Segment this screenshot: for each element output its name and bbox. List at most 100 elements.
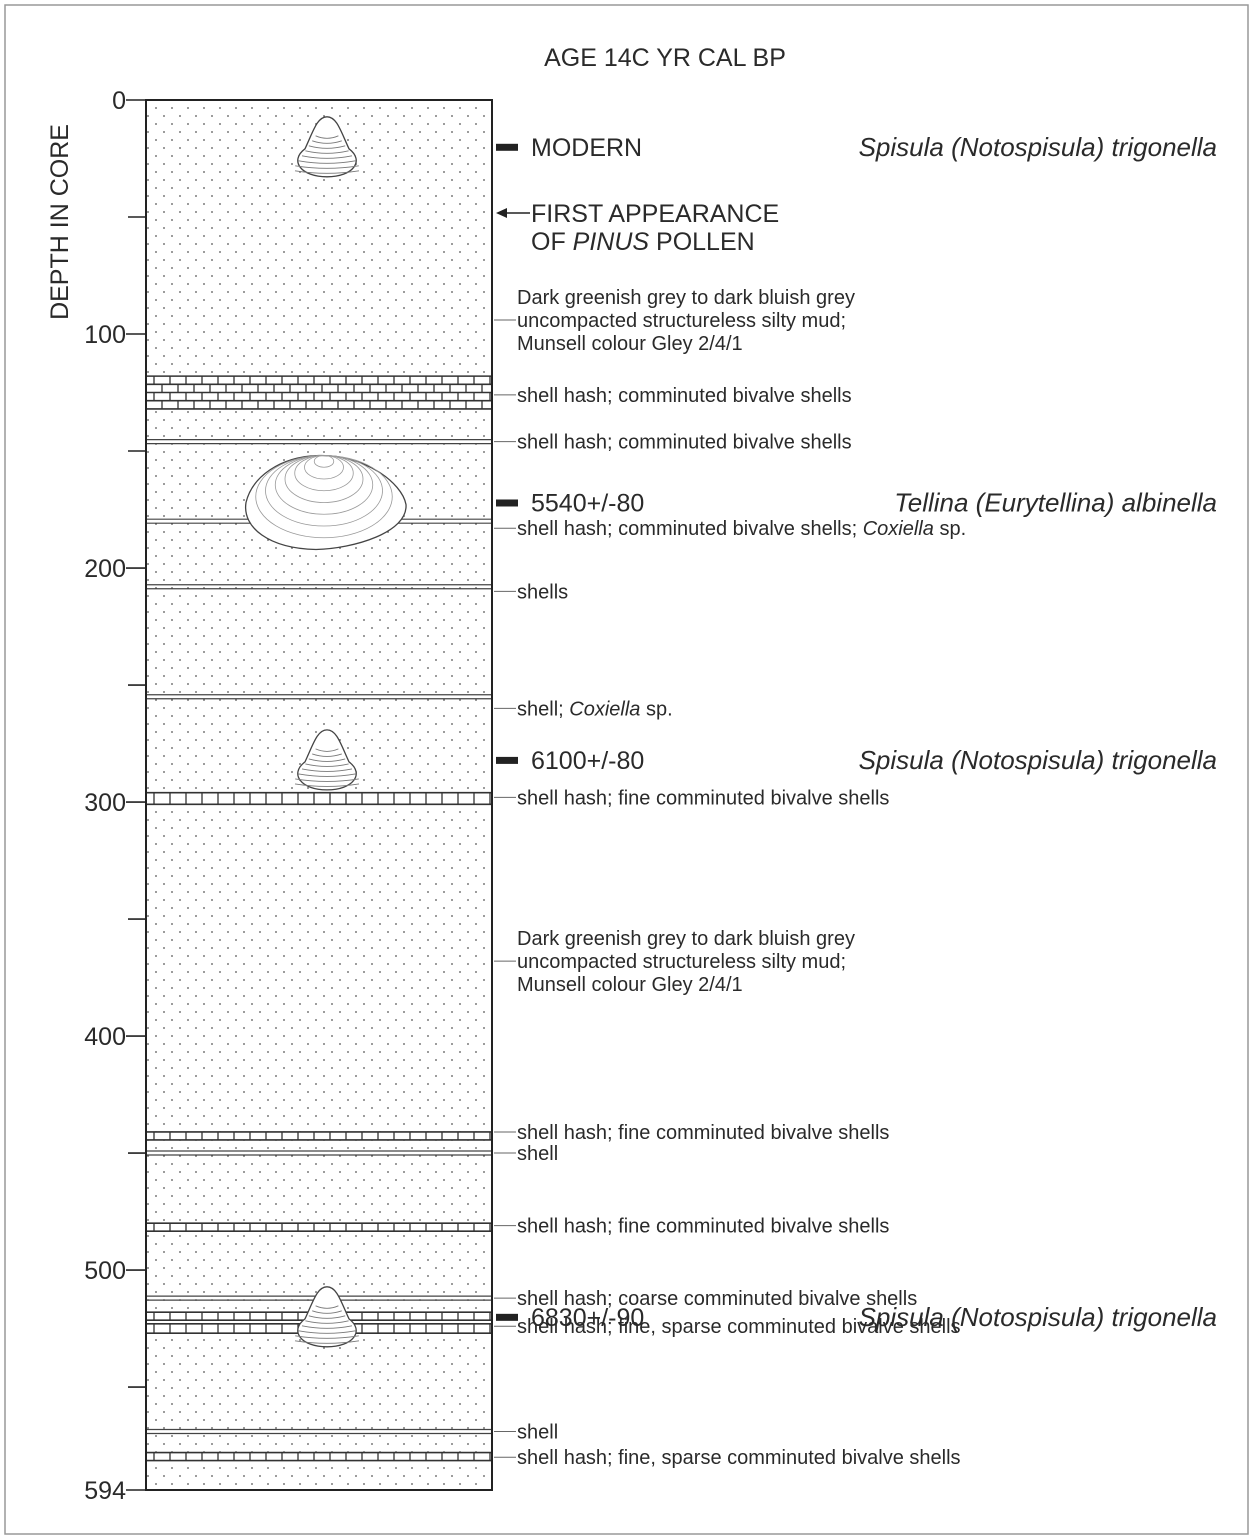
text-run: OF (531, 228, 573, 256)
description-line: shell hash; fine, sparse comminuted biva… (517, 1447, 961, 1469)
description-line: shell; Coxiella sp. (517, 698, 673, 720)
dating-marker-bar (496, 756, 518, 764)
description-line: shell hash; fine comminuted bivalve shel… (517, 1122, 889, 1144)
pinus-label-line-2: OF PINUS POLLEN (531, 228, 755, 256)
text-run: FIRST APPEARANCE (531, 200, 779, 228)
spisula-shell-icon (294, 1286, 360, 1348)
text-run: shell (517, 1421, 558, 1443)
tick-label: 300 (84, 789, 126, 817)
text-run: shell hash; fine, sparse comminuted biva… (517, 1316, 961, 1338)
text-run: shells (517, 581, 568, 603)
shell-hash-band (146, 1222, 492, 1233)
species-name: Spisula (Notospisula) trigonella (859, 1302, 1217, 1332)
description-line: Dark greenish grey to dark bluish grey (517, 928, 855, 950)
text-run: Dark greenish grey to dark bluish grey (517, 928, 855, 950)
text-run: shell (517, 1143, 558, 1165)
text-run: Coxiella (863, 518, 934, 540)
tick-label: 594 (84, 1477, 126, 1505)
shell-hash-band (146, 1451, 492, 1462)
layer-description: shell hash; comminuted bivalve shells; C… (494, 518, 966, 540)
description-line: shell hash; fine comminuted bivalve shel… (517, 1216, 889, 1238)
dating-marker-bar (496, 1313, 518, 1321)
description-line: shell hash; fine comminuted bivalve shel… (517, 787, 889, 809)
shell-hash-band (146, 791, 492, 806)
core-outline (145, 99, 493, 1491)
description-line: shell (517, 1421, 558, 1443)
tick-label: 0 (112, 87, 126, 115)
description-line: shell hash; comminuted bivalve shells; C… (517, 518, 966, 540)
layer-description: Dark greenish grey to dark bluish greyun… (494, 928, 855, 996)
layer-description: shell hash; fine, sparse comminuted biva… (494, 1447, 961, 1469)
description-line: shell hash; comminuted bivalve shells (517, 385, 852, 407)
text-run: PINUS (573, 228, 650, 256)
age-marker: MODERN Spisula (Notospisula) trigonella (496, 132, 1217, 162)
text-run: uncompacted structureless silty mud; (517, 310, 846, 332)
layer-description: shell hash; comminuted bivalve shells (494, 385, 852, 407)
text-run: shell hash; comminuted bivalve shells (517, 385, 852, 407)
pinus-marker: FIRST APPEARANCE OF PINUS POLLEN (496, 200, 779, 256)
text-run: POLLEN (649, 228, 755, 256)
layer-description: shell (494, 1143, 558, 1165)
age-label: MODERN (531, 134, 642, 162)
text-run: shell hash; fine comminuted bivalve shel… (517, 787, 889, 809)
dating-marker-bar (496, 143, 518, 151)
layer-description: shell hash; comminuted bivalve shells (494, 432, 852, 454)
text-run: shell hash; fine comminuted bivalve shel… (517, 1122, 889, 1144)
description-line: shell hash; coarse comminuted bivalve sh… (517, 1288, 917, 1310)
age-header: AGE 14C YR CAL BP (544, 44, 786, 72)
description-line: Munsell colour Gley 2/4/1 (517, 974, 743, 996)
description-line: Munsell colour Gley 2/4/1 (517, 333, 743, 355)
age-label: 5540+/-80 (531, 489, 644, 517)
description-line: uncompacted structureless silty mud; (517, 310, 846, 332)
spisula-shell-icon (294, 116, 360, 178)
text-run: Coxiella (569, 698, 640, 720)
text-run: Munsell colour Gley 2/4/1 (517, 333, 743, 355)
text-run: shell hash; comminuted bivalve shells (517, 432, 852, 454)
layer-description: shell hash; fine comminuted bivalve shel… (494, 787, 889, 809)
tick-label: 100 (84, 321, 126, 349)
description-line: shell hash; fine, sparse comminuted biva… (517, 1316, 961, 1338)
text-run: uncompacted structureless silty mud; (517, 951, 846, 973)
description-line: shells (517, 581, 568, 603)
layer-description: shell hash; fine comminuted bivalve shel… (494, 1216, 889, 1238)
age-label: 6830+/-90 (531, 1304, 644, 1332)
tellina-shell-icon (245, 454, 407, 551)
species-name: Spisula (Notospisula) trigonella (859, 132, 1217, 162)
core-column (145, 99, 493, 1491)
age-label: 6100+/-80 (531, 747, 644, 775)
text-run: shell hash; fine, sparse comminuted biva… (517, 1447, 961, 1469)
layer-descriptions: Dark greenish grey to dark bluish greyun… (494, 287, 966, 1469)
text-run: Munsell colour Gley 2/4/1 (517, 974, 743, 996)
tick-label: 500 (84, 1257, 126, 1285)
spisula-shell-icon (294, 729, 360, 791)
text-run: sp. (934, 518, 966, 540)
description-line: shell hash; comminuted bivalve shells (517, 432, 852, 454)
age-markers: MODERN Spisula (Notospisula) trigonella 55… (496, 132, 1217, 1332)
text-run: shell; (517, 698, 569, 720)
text-run: shell hash; coarse comminuted bivalve sh… (517, 1288, 917, 1310)
text-run: shell hash; comminuted bivalve shells; (517, 518, 863, 540)
layer-description: shell hash; fine comminuted bivalve shel… (494, 1122, 889, 1144)
tick-label: 400 (84, 1023, 126, 1051)
shell-hash-band (146, 1131, 492, 1141)
layer-description: shells (494, 581, 568, 603)
layer-description: Dark greenish grey to dark bluish greyun… (494, 287, 855, 355)
species-name: Tellina (Eurytellina) albinella (894, 487, 1217, 517)
age-marker: 6100+/-80 Spisula (Notospisula) trigonell… (496, 745, 1217, 775)
pinus-label-line-1: FIRST APPEARANCE (531, 200, 779, 228)
species-name: Spisula (Notospisula) trigonella (859, 745, 1217, 775)
layer-description: shell; Coxiella sp. (494, 698, 673, 720)
depth-axis-label: DEPTH IN CORE (46, 124, 74, 320)
layer-description: shell hash; coarse comminuted bivalve sh… (494, 1288, 917, 1310)
text-run: sp. (640, 698, 672, 720)
layer-description: shell hash; fine, sparse comminuted biva… (494, 1316, 961, 1338)
dating-marker-bar (496, 499, 518, 507)
layer-description: shell (494, 1421, 558, 1443)
layer-boundaries (146, 375, 492, 1462)
figure-frame (4, 4, 1249, 1535)
shell-illustrations (245, 116, 407, 1348)
text-run: shell hash; fine comminuted bivalve shel… (517, 1216, 889, 1238)
description-line: shell (517, 1143, 558, 1165)
